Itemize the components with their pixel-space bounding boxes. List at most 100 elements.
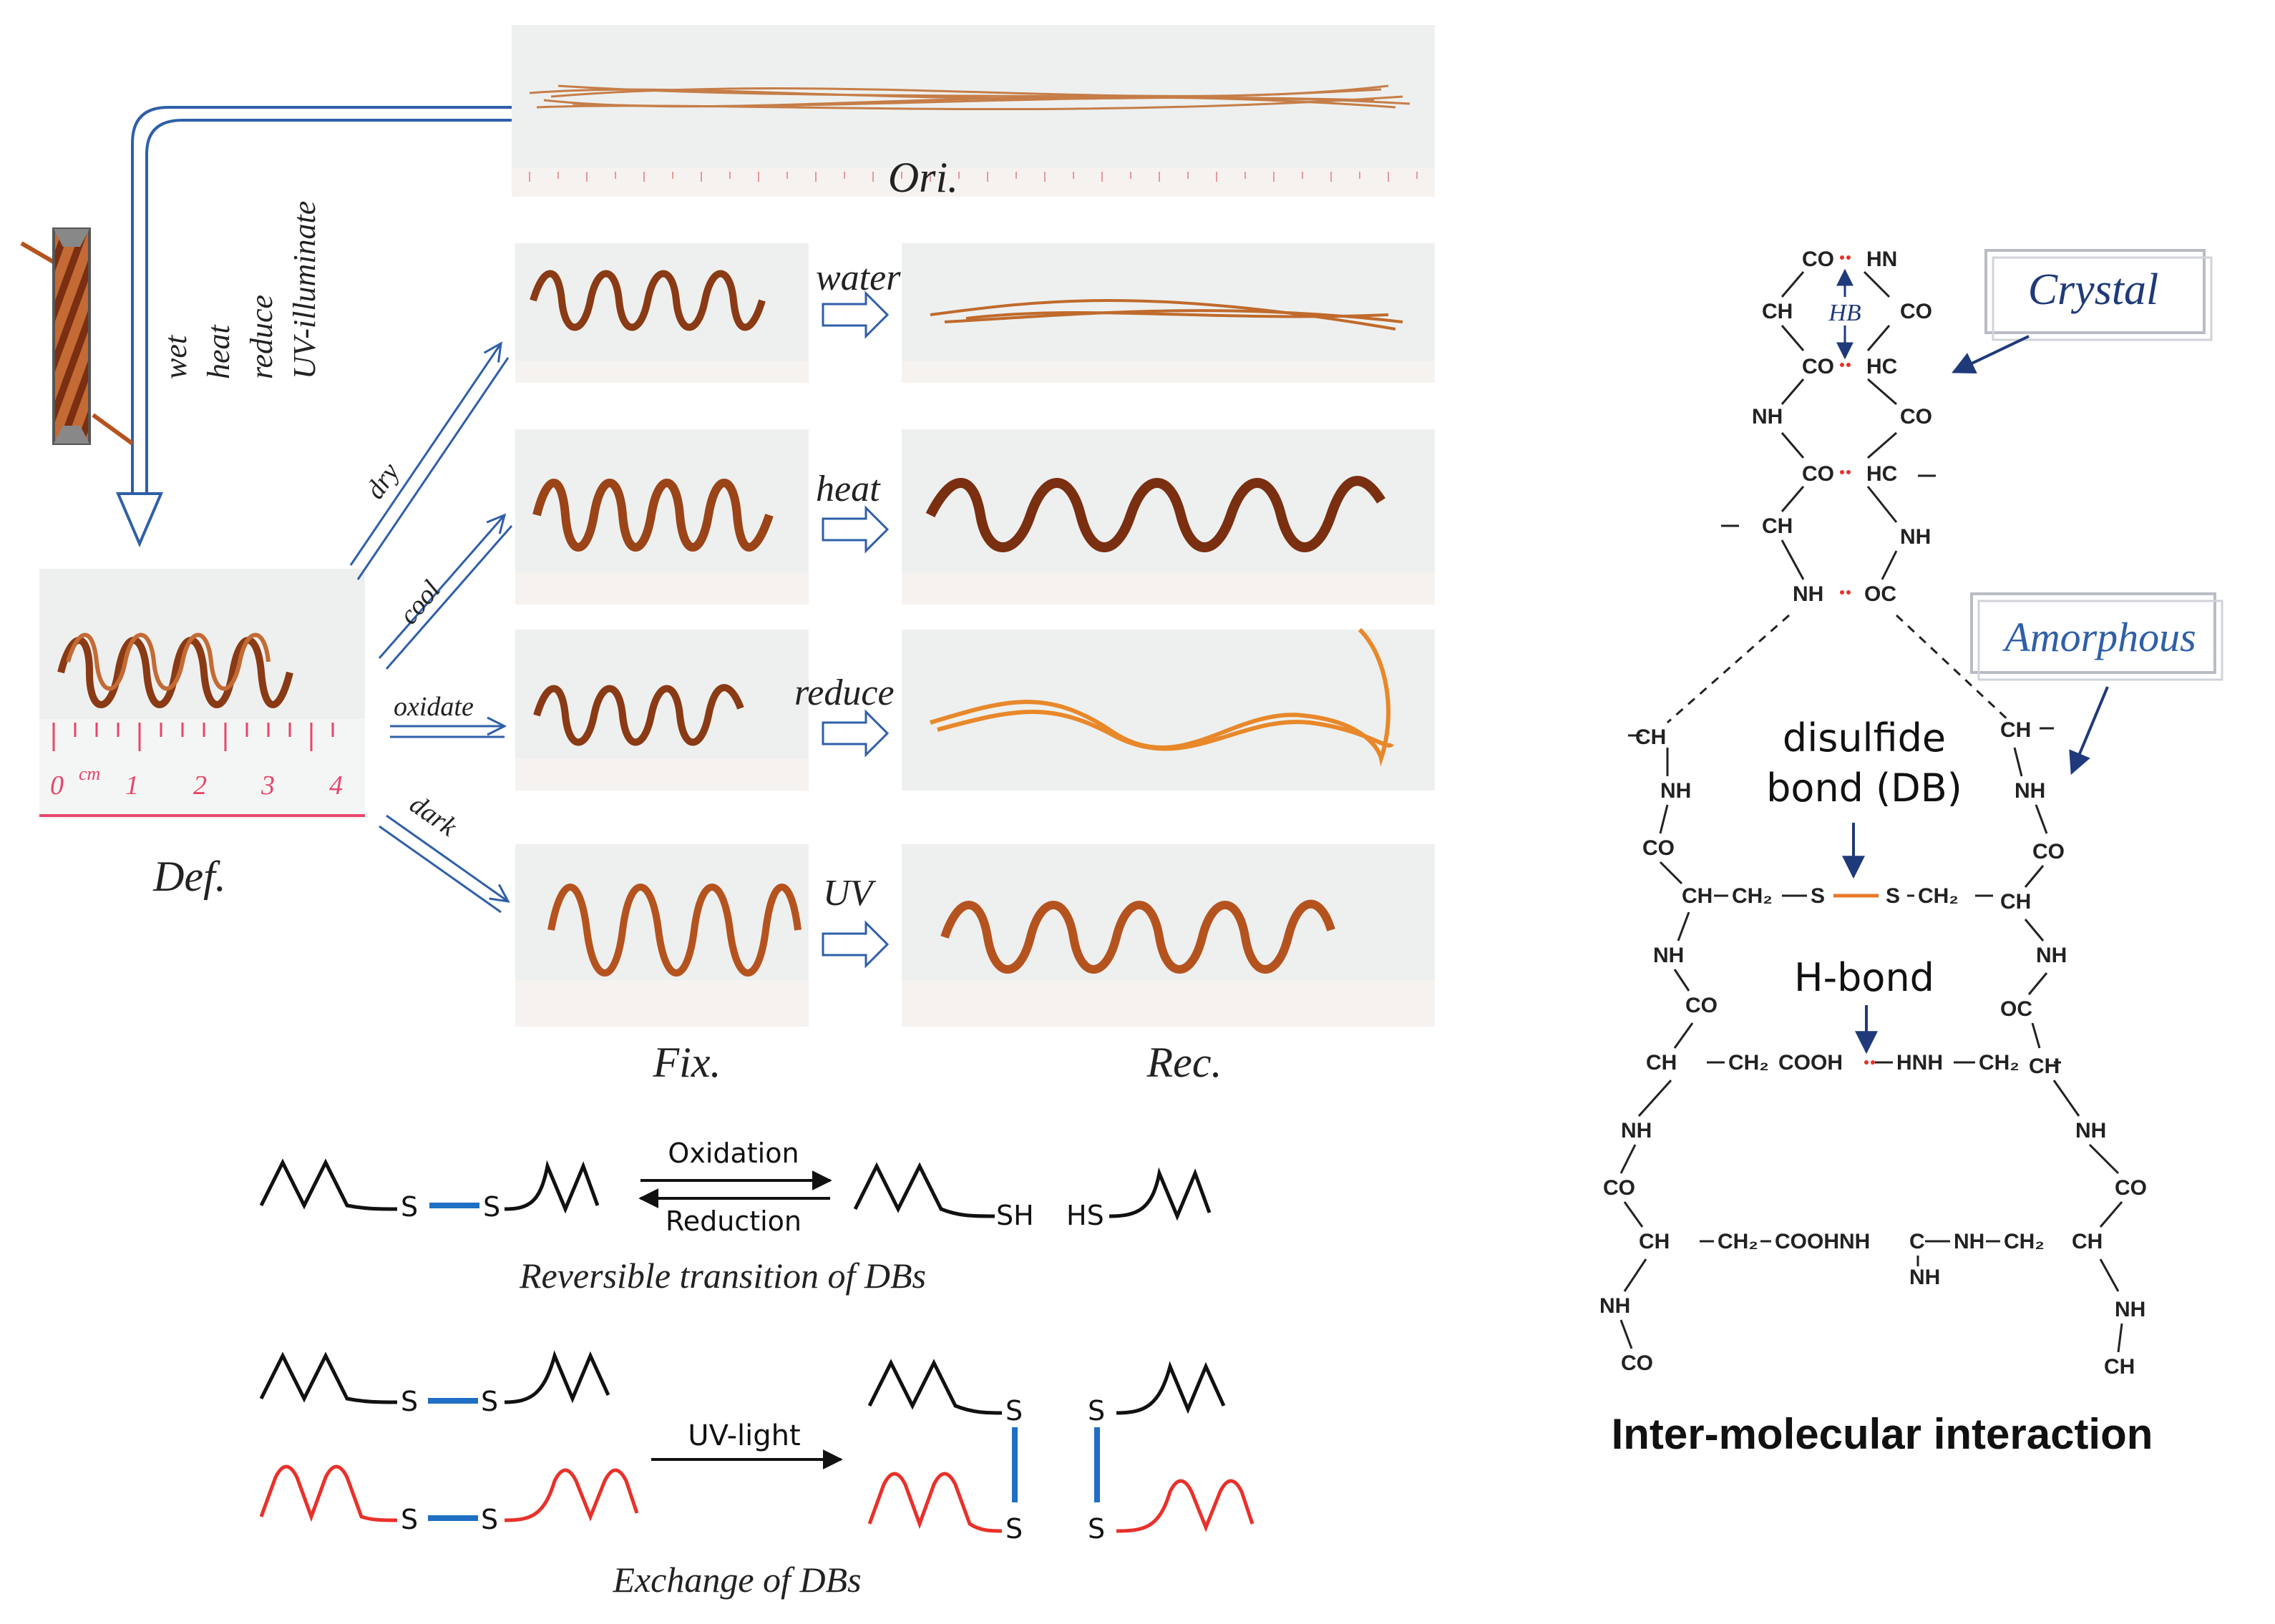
svg-text:NH: NH bbox=[1900, 525, 1931, 549]
svg-text:CO: CO bbox=[1603, 1176, 1635, 1200]
svg-text:COOHNH: COOHNH bbox=[1775, 1230, 1870, 1253]
svg-text:HC: HC bbox=[1866, 355, 1897, 378]
svg-text:CO: CO bbox=[1802, 462, 1834, 486]
branch-arrows bbox=[349, 343, 513, 914]
svg-text:CO: CO bbox=[1900, 300, 1932, 323]
deformed-hair-photo: 0 cm 1 2 3 4 Def. bbox=[39, 569, 365, 900]
svg-text:CH: CH bbox=[2000, 718, 2031, 742]
svg-text:OC: OC bbox=[1864, 582, 1896, 606]
svg-text:CH: CH bbox=[2000, 890, 2031, 914]
exchange-caption: Exchange of DBs bbox=[612, 1560, 861, 1600]
svg-text:NH: NH bbox=[1599, 1294, 1630, 1318]
svg-text:C: C bbox=[1909, 1230, 1925, 1253]
recovered-hair-photos: Rec. bbox=[902, 243, 1435, 1086]
svg-text:NH: NH bbox=[2115, 1298, 2145, 1321]
svg-text:COOH: COOH bbox=[1778, 1051, 1843, 1075]
svg-text:CH: CH bbox=[1635, 725, 1666, 749]
svg-text:HN: HN bbox=[1866, 248, 1897, 271]
reversible-s-right: S bbox=[483, 1191, 500, 1223]
svg-text:NH: NH bbox=[1653, 944, 1684, 967]
svg-text:CO: CO bbox=[1685, 994, 1718, 1017]
svg-text:NH: NH bbox=[2036, 944, 2067, 967]
exchange-s-3a: S bbox=[1005, 1395, 1023, 1427]
amorphous-links bbox=[1667, 614, 2012, 724]
db-label-line2: bond (DB) bbox=[1766, 765, 1962, 811]
svg-text:CH: CH bbox=[1639, 1230, 1670, 1253]
svg-text:OC: OC bbox=[2000, 997, 2032, 1021]
original-hair-photo: Ori. bbox=[512, 25, 1435, 201]
svg-text:NH: NH bbox=[1793, 582, 1823, 606]
uv-light-label: UV-light bbox=[688, 1419, 800, 1452]
reversible-caption: Reversible transition of DBs bbox=[519, 1256, 926, 1296]
deformed-label: Def. bbox=[152, 853, 226, 900]
svg-text:CO: CO bbox=[1621, 1351, 1653, 1375]
svg-text:CO: CO bbox=[1900, 405, 1932, 429]
process-panel: Ori. wet heat reduce UV-illuminate bbox=[20, 25, 1435, 1086]
reversible-transition-panel: S S Oxidation Reduction SH HS Reversible… bbox=[259, 1138, 1212, 1296]
fix-condition-dry: dry bbox=[360, 457, 406, 504]
oxidation-label: Oxidation bbox=[668, 1138, 799, 1169]
stimuli-labels: wet heat reduce UV-illuminate bbox=[158, 201, 322, 379]
hb-label: HB bbox=[1828, 300, 1861, 326]
svg-text:CH: CH bbox=[2104, 1355, 2135, 1379]
exchange-s-4b: S bbox=[1088, 1513, 1105, 1545]
stimulus-wet: wet bbox=[158, 334, 193, 379]
svg-text:CH₂: CH₂ bbox=[1718, 1230, 1758, 1253]
ruler-unit: cm bbox=[79, 763, 100, 784]
svg-text:CH₂: CH₂ bbox=[1918, 884, 1959, 908]
svg-text:CO: CO bbox=[1802, 355, 1834, 378]
svg-text:HC: HC bbox=[1866, 462, 1897, 486]
fix-condition-cool: cool bbox=[394, 575, 447, 630]
svg-text:CH: CH bbox=[1646, 1051, 1677, 1075]
svg-text:CO: CO bbox=[2032, 840, 2065, 864]
stimulus-heat: heat bbox=[201, 323, 236, 379]
exchange-s-2b: S bbox=[481, 1504, 498, 1535]
svg-text:CO: CO bbox=[1802, 248, 1834, 271]
exchange-s-2a: S bbox=[401, 1504, 418, 1535]
svg-text:NH: NH bbox=[2075, 1119, 2106, 1143]
ruler-number-3: 3 bbox=[260, 771, 275, 801]
stimulus-uv-illuminate: UV-illuminate bbox=[287, 201, 322, 379]
crystal-label: Crystal bbox=[2028, 265, 2159, 314]
deformation-arrow bbox=[115, 106, 512, 548]
svg-text:S: S bbox=[1811, 884, 1825, 908]
fix-condition-oxidate: oxidate bbox=[394, 692, 474, 722]
svg-text:S: S bbox=[1886, 884, 1900, 908]
svg-text:CO: CO bbox=[1642, 836, 1675, 860]
svg-text:CO: CO bbox=[2115, 1176, 2147, 1200]
rec-stimulus-water: water bbox=[816, 258, 901, 298]
ruler-number-0: 0 bbox=[50, 771, 64, 801]
amorphous-label: Amorphous bbox=[2002, 614, 2196, 660]
ruler-number-1: 1 bbox=[125, 771, 139, 801]
recovery-arrows: water heat reduce UV bbox=[794, 258, 901, 969]
recovered-photo-reduce bbox=[902, 630, 1435, 791]
exchange-s-3b: S bbox=[1005, 1513, 1023, 1545]
exchange-s-4a: S bbox=[1088, 1395, 1105, 1427]
svg-text:NH: NH bbox=[1954, 1230, 1984, 1253]
reversible-sh: SH bbox=[996, 1200, 1034, 1231]
svg-text:NH: NH bbox=[2015, 779, 2045, 803]
svg-text:NH: NH bbox=[1660, 779, 1691, 803]
exchange-s-1b: S bbox=[481, 1386, 498, 1417]
fix-conditions: dry cool oxidate dark bbox=[360, 457, 474, 843]
coil-rod-icon bbox=[20, 228, 134, 446]
rec-stimulus-uv: UV bbox=[823, 873, 877, 914]
exchange-panel: S S S S UV-light S S S S Exchange of DBs bbox=[259, 1350, 1255, 1600]
rec-stimulus-reduce: reduce bbox=[794, 672, 895, 713]
svg-text:CH: CH bbox=[1762, 514, 1793, 538]
bond-annotations: disulfide bond (DB) H-bond bbox=[1766, 715, 1962, 1055]
reversible-hs: HS bbox=[1066, 1200, 1104, 1231]
crystal-callout: Crystal bbox=[1952, 249, 2213, 374]
svg-text:CH₂: CH₂ bbox=[1979, 1051, 2020, 1075]
svg-text:NH: NH bbox=[1752, 405, 1783, 429]
svg-text:CH₂: CH₂ bbox=[1732, 884, 1773, 908]
stimulus-reduce: reduce bbox=[244, 295, 279, 379]
ruler-number-2: 2 bbox=[193, 771, 207, 801]
interaction-panel: Crystal Amorphous CO HN CH CO CO HC NH C… bbox=[1599, 248, 2223, 1458]
exchange-s-1a: S bbox=[401, 1386, 418, 1417]
original-label: Ori. bbox=[888, 154, 958, 201]
reduction-label: Reduction bbox=[666, 1205, 802, 1237]
svg-text:CH: CH bbox=[1682, 884, 1713, 908]
svg-text:CH₂: CH₂ bbox=[2004, 1230, 2045, 1253]
